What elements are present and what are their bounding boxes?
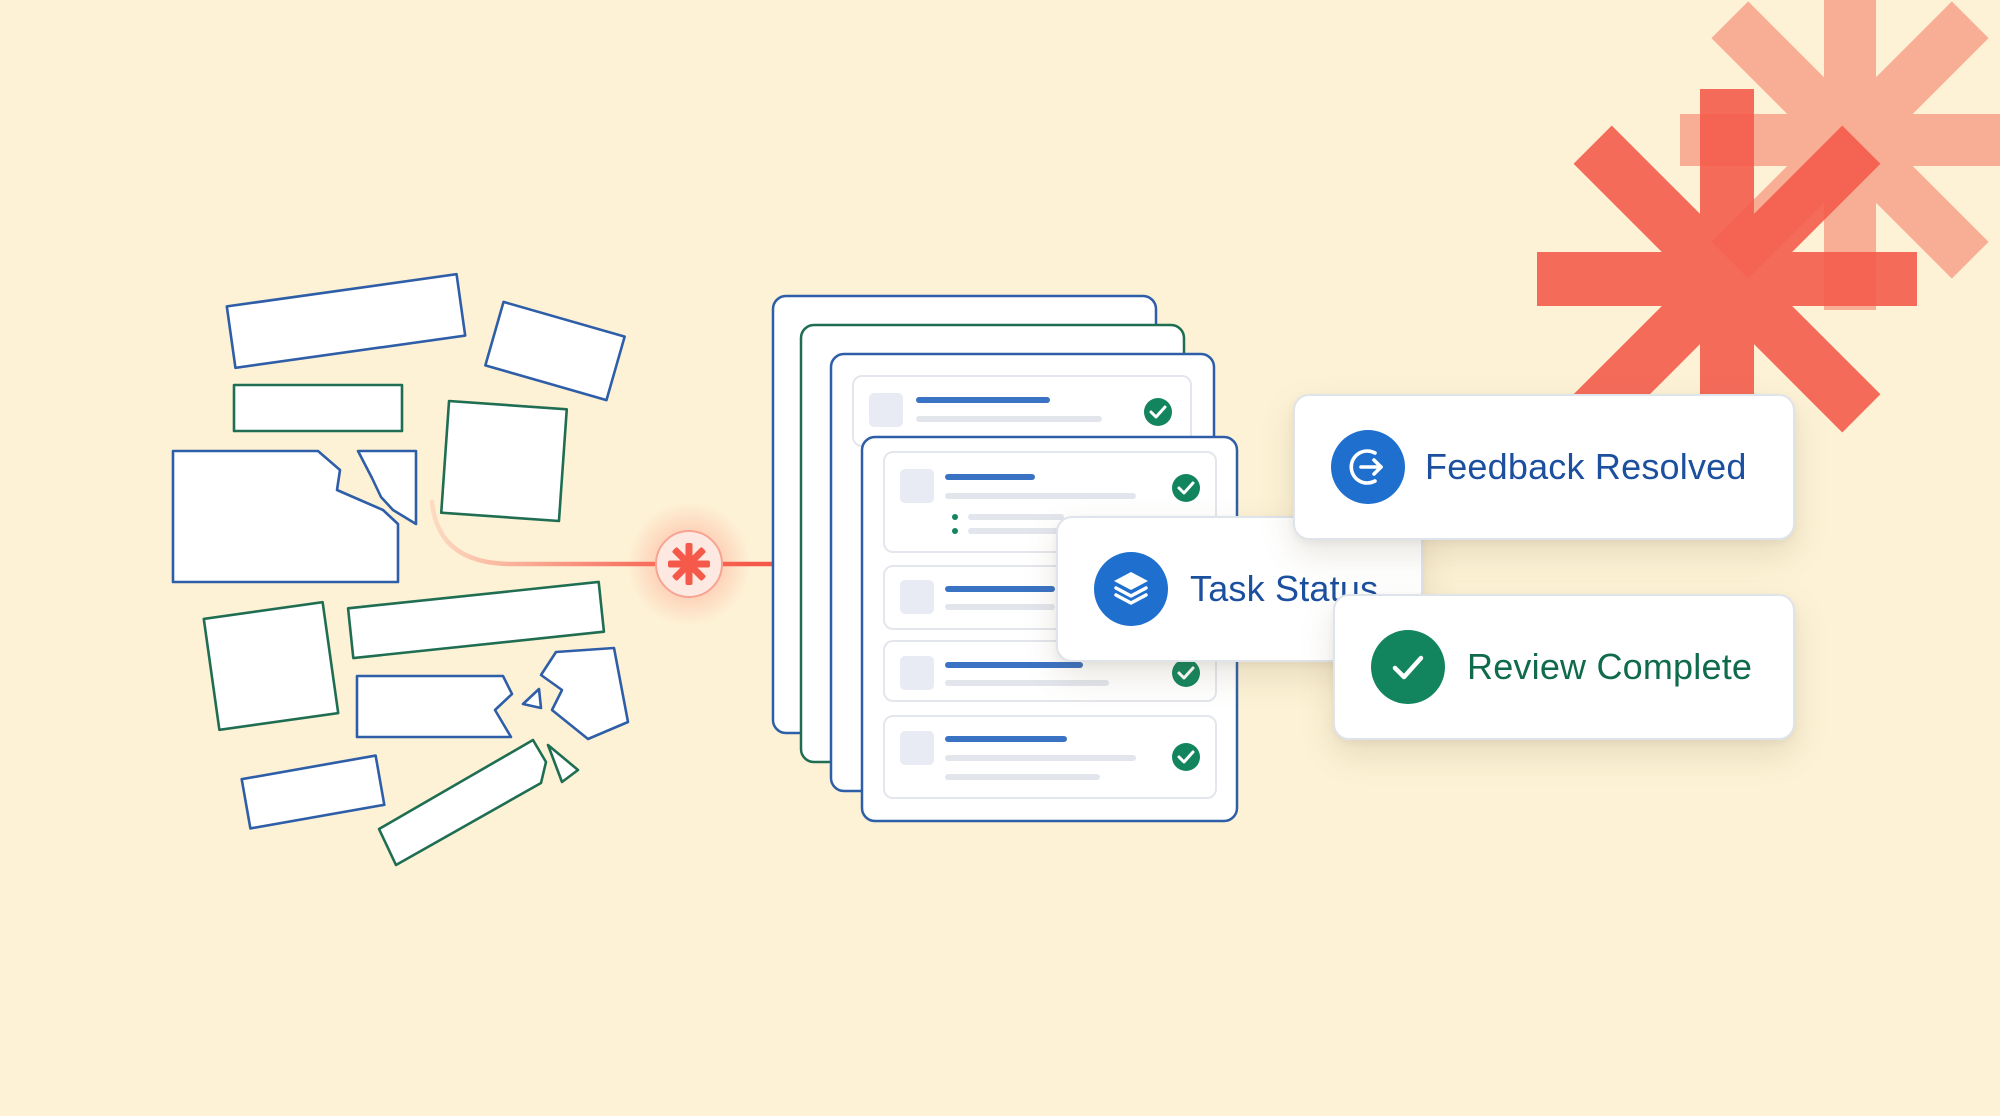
document-row <box>852 375 1192 447</box>
check-badge-icon <box>1172 659 1200 687</box>
fragment-2 <box>484 300 626 402</box>
fragment-8 <box>240 754 386 830</box>
check-badge-icon <box>1172 474 1200 502</box>
document-row <box>883 715 1217 799</box>
feedback-resolved-label: Feedback Resolved <box>1425 446 1747 487</box>
check-badge-icon <box>1172 743 1200 771</box>
fragment-7 <box>539 646 630 741</box>
check-badge-icon <box>1144 398 1172 426</box>
fragment-tiny-2 <box>546 743 580 784</box>
fragment-4 <box>439 399 569 523</box>
fragment-5 <box>202 600 340 732</box>
arrow-circle-icon <box>1331 430 1405 504</box>
stack-layers-icon <box>1094 552 1168 626</box>
feedback-resolved-card: Feedback Resolved <box>1293 394 1795 540</box>
fragment-tiny-1 <box>521 687 543 710</box>
scattered-fragments <box>171 272 630 867</box>
small-asterisk-icon <box>668 543 710 585</box>
fragment-3 <box>232 383 404 433</box>
review-complete-label: Review Complete <box>1467 646 1753 687</box>
fragment-broken-bar <box>355 674 514 739</box>
fragment-6 <box>346 580 606 660</box>
fragment-broken-shard <box>356 449 418 526</box>
checkmark-icon <box>1371 630 1445 704</box>
fragment-broken-large <box>171 449 400 584</box>
review-complete-card: Review Complete <box>1333 594 1795 740</box>
fragment-broken-diagonal <box>377 738 548 867</box>
fragment-1 <box>225 272 467 370</box>
